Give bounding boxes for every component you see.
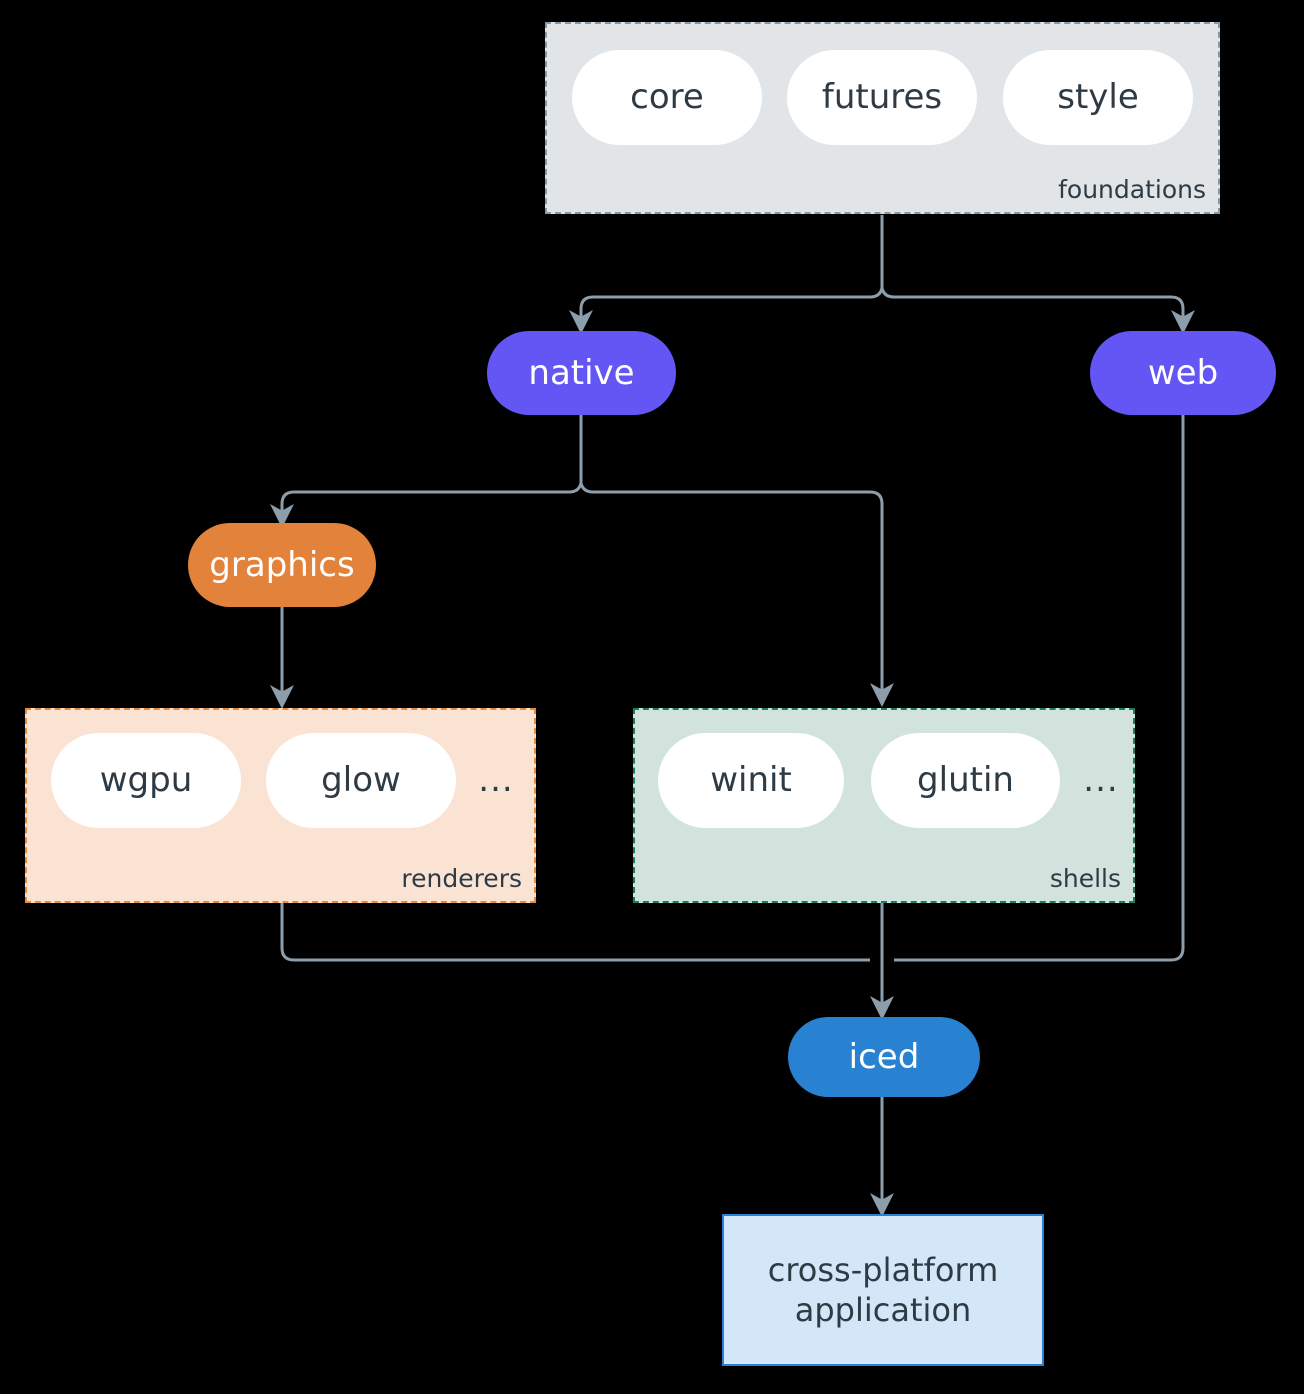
edge-foundations-to-native xyxy=(569,287,884,334)
node-glutin[interactable]: glutin xyxy=(871,733,1060,828)
node-glow[interactable]: glow xyxy=(266,733,456,828)
node-cross-platform-application[interactable]: cross-platform application xyxy=(722,1214,1044,1366)
node-style-label: style xyxy=(1057,77,1139,118)
node-futures[interactable]: futures xyxy=(787,50,977,145)
node-iced[interactable]: iced xyxy=(788,1017,980,1097)
node-web-label: web xyxy=(1147,352,1219,393)
node-wgpu[interactable]: wgpu xyxy=(51,733,241,828)
node-web[interactable]: web xyxy=(1090,331,1276,415)
node-glow-label: glow xyxy=(321,760,401,801)
edge-web-to-iced xyxy=(894,414,1185,962)
application-label-line2: application xyxy=(794,1291,972,1329)
edge-foundations-to-web xyxy=(880,287,1195,334)
node-iced-label: iced xyxy=(848,1036,920,1077)
node-futures-label: futures xyxy=(821,77,943,118)
node-winit[interactable]: winit xyxy=(658,733,844,828)
cluster-renderers-label: renderers xyxy=(401,864,522,893)
node-graphics-label: graphics xyxy=(209,544,355,585)
node-glutin-label: glutin xyxy=(917,760,1014,801)
node-renderers-more: ... xyxy=(466,733,526,828)
node-shells-more-label: ... xyxy=(1083,760,1119,801)
node-wgpu-label: wgpu xyxy=(99,760,193,801)
node-core[interactable]: core xyxy=(572,50,762,145)
application-label-line1: cross-platform xyxy=(767,1251,999,1289)
edge-renderers-to-iced xyxy=(280,903,870,962)
cluster-shells-label: shells xyxy=(1049,864,1121,893)
node-renderers-more-label: ... xyxy=(478,760,514,801)
edge-native-to-shells xyxy=(579,482,894,707)
cluster-foundations-label: foundations xyxy=(1058,175,1206,204)
node-native[interactable]: native xyxy=(487,331,676,415)
node-graphics[interactable]: graphics xyxy=(188,523,376,607)
node-native-label: native xyxy=(528,352,635,393)
node-winit-label: winit xyxy=(710,760,792,801)
node-shells-more: ... xyxy=(1071,733,1131,828)
node-style[interactable]: style xyxy=(1003,50,1193,145)
edge-native-to-graphics xyxy=(270,482,583,528)
node-core-label: core xyxy=(630,77,704,118)
